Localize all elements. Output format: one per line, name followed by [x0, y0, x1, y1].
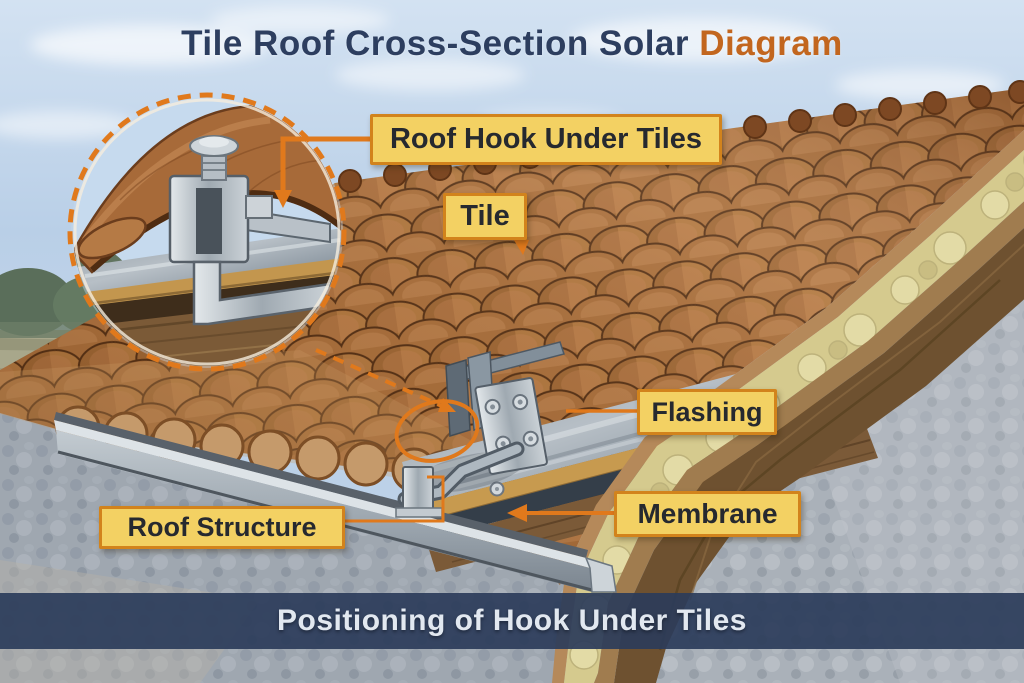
callout-membrane: Membrane: [614, 491, 801, 537]
tile-roof: [0, 80, 1024, 585]
callout-flashing: Flashing: [637, 389, 777, 435]
callout-membrane-label: Membrane: [637, 498, 778, 529]
roof-hook-arrow: [280, 136, 370, 192]
caption-banner: Positioning of Hook Under Tiles: [0, 593, 1024, 649]
magnifier-dashed-circle: [67, 92, 347, 372]
callout-tile: Tile: [443, 193, 527, 240]
page-title-main: Tile Roof Cross-Section Solar: [181, 24, 690, 63]
page-title: Tile Roof Cross-Section Solar Diagram: [0, 24, 1024, 64]
callout-roof-hook-label: Roof Hook Under Tiles: [389, 123, 703, 155]
callout-flashing-label: Flashing: [651, 396, 763, 427]
edge-batten: [552, 130, 1024, 683]
callout-roof-structure-label: Roof Structure: [127, 512, 317, 542]
callout-roof-hook: Roof Hook Under Tiles: [370, 114, 722, 165]
tile-arrowhead-icon: [512, 237, 529, 255]
page-title-accent: Diagram: [699, 24, 843, 63]
hook-highlight-ellipse: [394, 399, 480, 463]
inset-leader-dashed: [315, 348, 445, 409]
rafter-side: [614, 227, 1024, 683]
caption-text: Positioning of Hook Under Tiles: [277, 604, 747, 637]
callout-tile-label: Tile: [460, 200, 510, 232]
roof-structure-leader: [345, 475, 445, 523]
annotations: [67, 92, 637, 523]
roof-hook-arrowhead-icon: [274, 190, 292, 208]
inset-magnifier: [71, 96, 343, 368]
callout-roof-structure: Roof Structure: [99, 506, 345, 549]
rafter-top: [594, 201, 1024, 683]
membrane-arrowhead-icon: [507, 504, 527, 522]
